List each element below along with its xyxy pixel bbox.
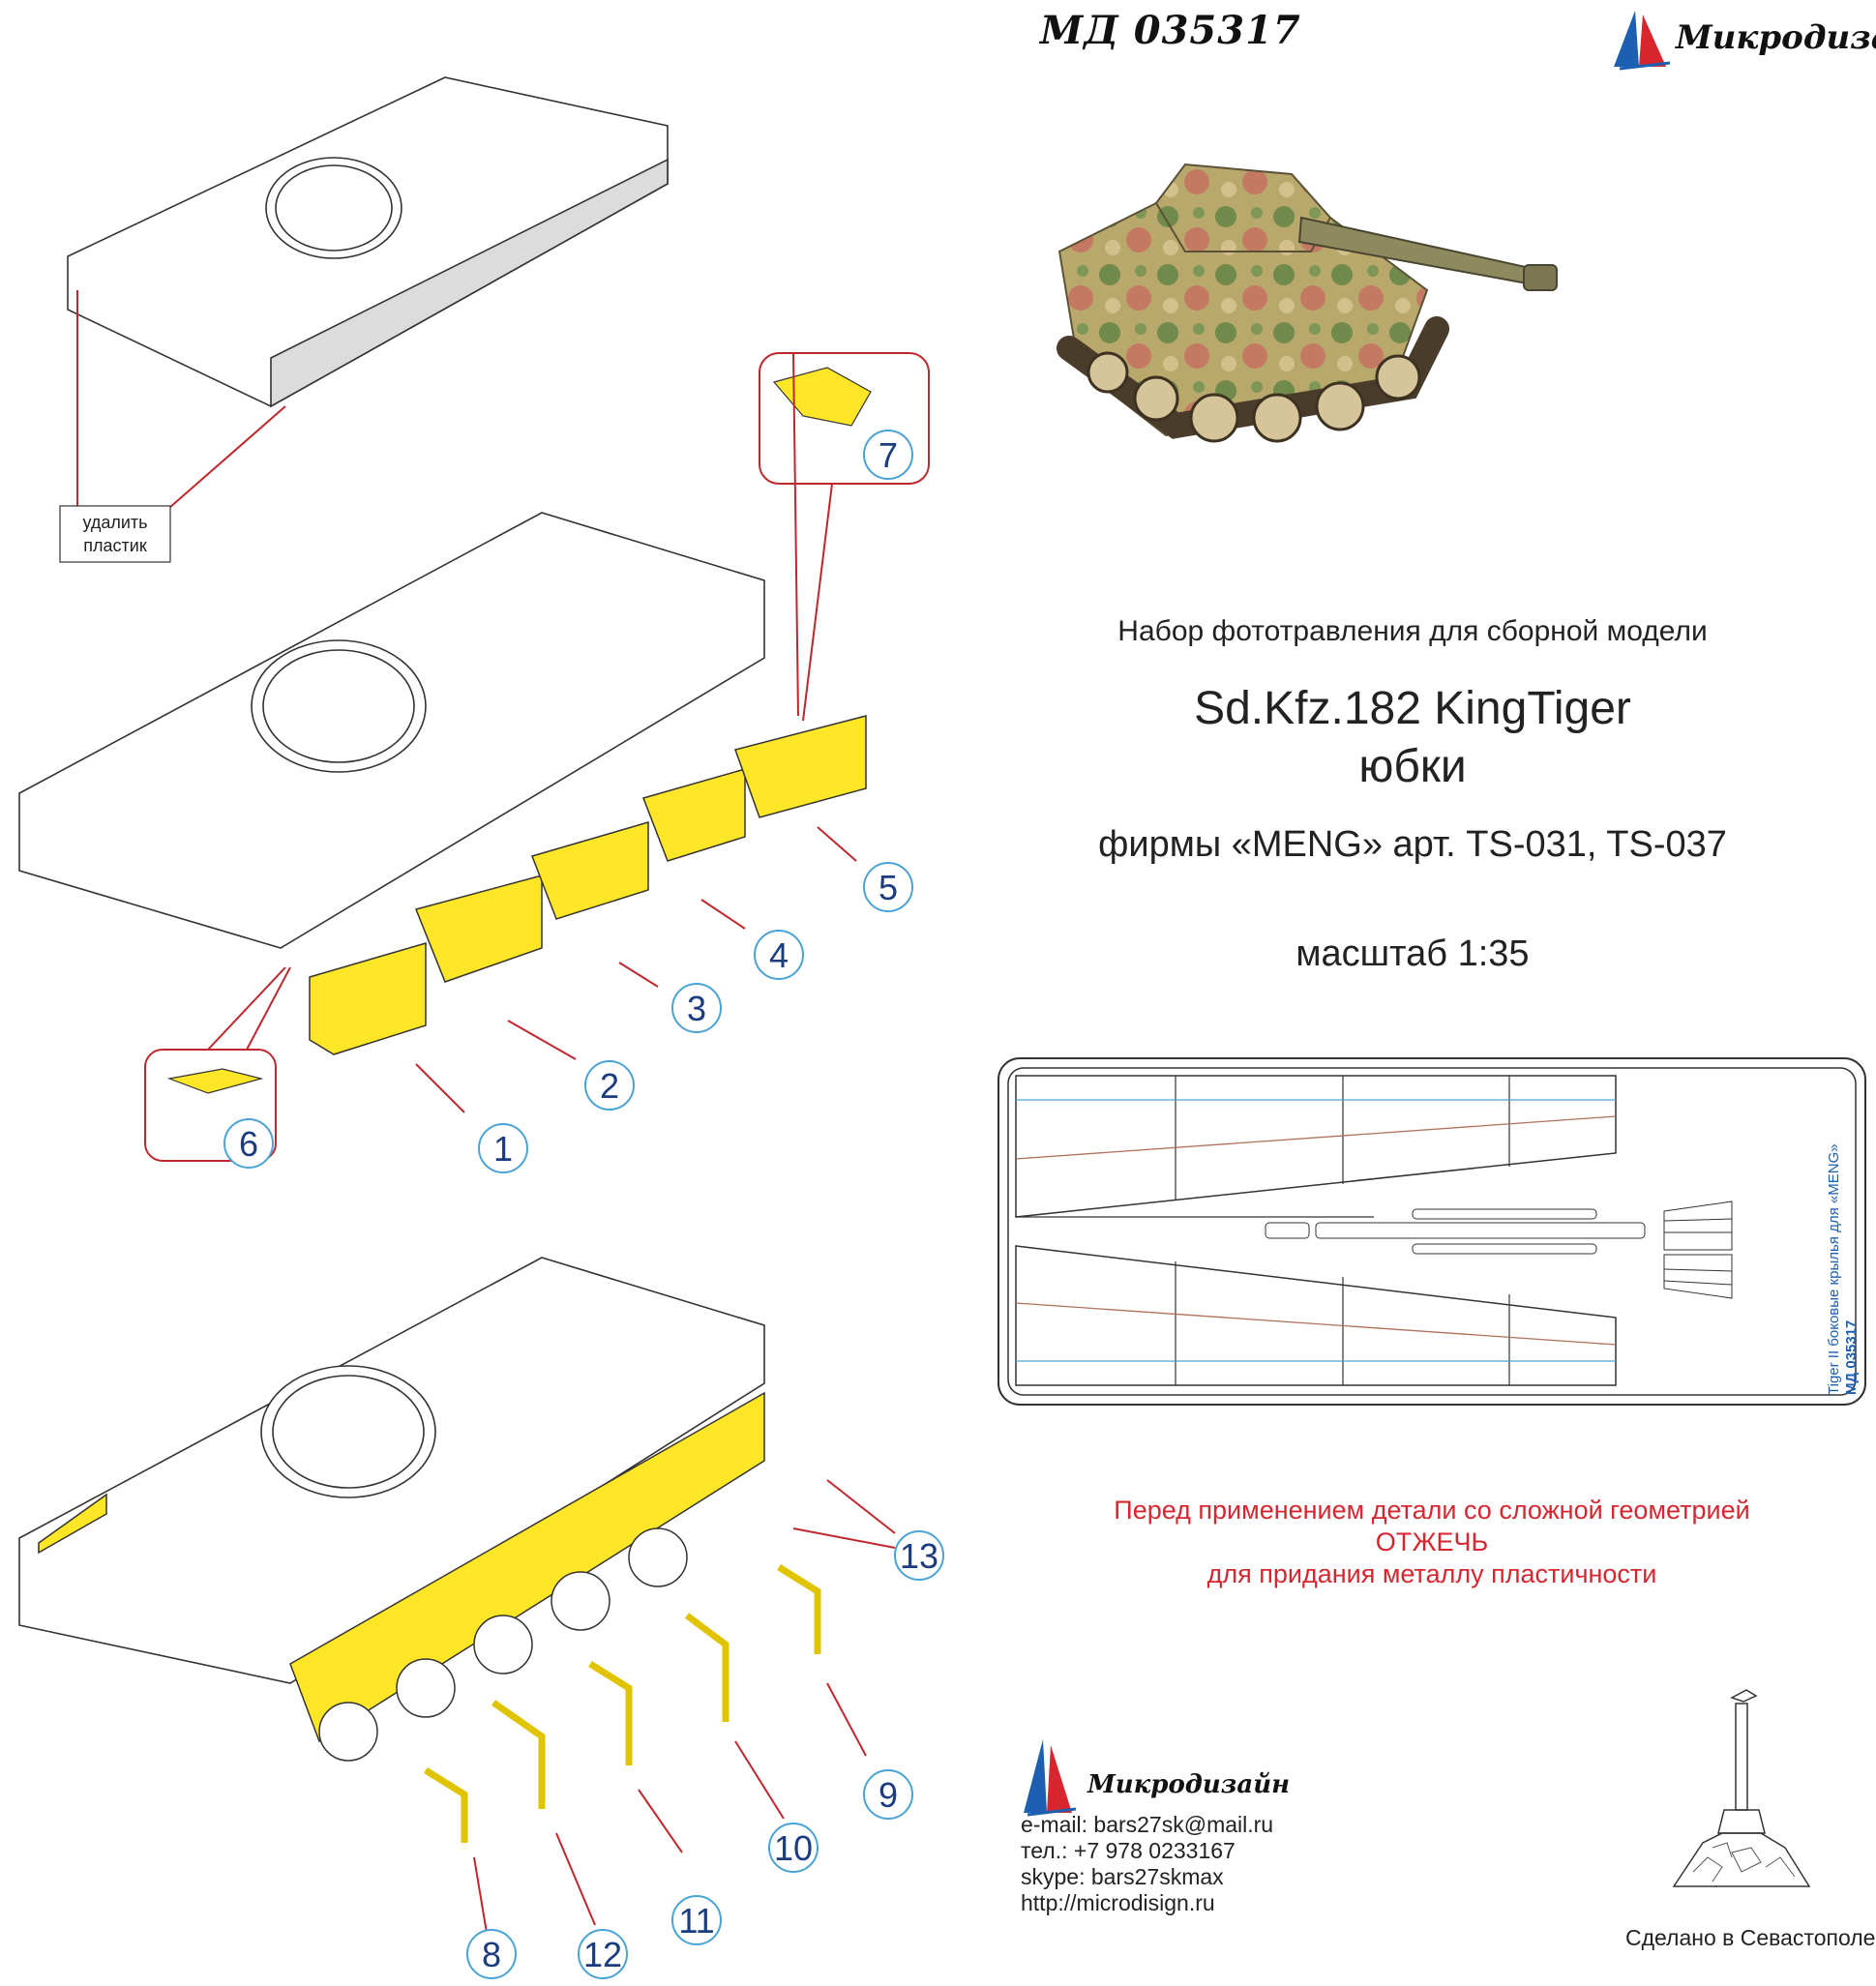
callout-10: 10 bbox=[774, 1828, 813, 1868]
photo-etch-fret: Tiger II боковые крылья для «MENG» МД 03… bbox=[997, 1056, 1867, 1407]
callout-1: 1 bbox=[493, 1129, 513, 1169]
callout-8: 8 bbox=[482, 1935, 501, 1974]
fret-code-label: МД 035317 bbox=[1843, 1320, 1860, 1395]
contact-skype: skype: bars27skmax bbox=[1021, 1864, 1224, 1889]
warning-line-3: для придания металлу пластичности bbox=[1206, 1559, 1657, 1588]
remove-plastic-line-2: пластик bbox=[83, 536, 147, 555]
contact-info: e-mail: bars27sk@mail.ru тел.: +7 978 02… bbox=[1021, 1812, 1273, 1916]
callout-13: 13 bbox=[900, 1536, 938, 1576]
brand-logo-top: Микродизайн bbox=[1606, 5, 1876, 73]
warning-line-1: Перед применением детали со сложной геом… bbox=[1114, 1496, 1750, 1525]
remove-plastic-line-1: удалить bbox=[82, 513, 147, 532]
callout-11: 11 bbox=[678, 1901, 714, 1941]
kit-subtitle: Набор фототравления для сборной модели bbox=[1117, 615, 1708, 647]
callout-5: 5 bbox=[878, 868, 898, 907]
callout-12: 12 bbox=[583, 1935, 622, 1974]
tank-photo bbox=[1040, 145, 1563, 513]
warning-line-2: ОТЖЕЧЬ bbox=[1375, 1527, 1489, 1556]
brand-logo-bottom: Микродизайн bbox=[1018, 1732, 1290, 1819]
kit-title-sub: юбки bbox=[1358, 741, 1467, 792]
callout-3: 3 bbox=[687, 989, 706, 1028]
callout-9: 9 bbox=[878, 1775, 898, 1815]
contact-phone: тел.: +7 978 0233167 bbox=[1021, 1838, 1236, 1863]
callout-6: 6 bbox=[239, 1124, 258, 1164]
kit-scale: масштаб 1:35 bbox=[1295, 934, 1530, 974]
brand-sail-icon bbox=[1614, 11, 1671, 71]
assembly-diagram: удалить пластик 1 2 3 4 5 6 7 8 bbox=[18, 76, 944, 1979]
kit-title: Sd.Kfz.182 KingTiger bbox=[1194, 683, 1631, 734]
callout-4: 4 bbox=[769, 935, 789, 975]
contact-website[interactable]: http://microdisign.ru bbox=[1021, 1890, 1215, 1915]
brand-sail-icon bbox=[1024, 1739, 1077, 1817]
contact-email[interactable]: e-mail: bars27sk@mail.ru bbox=[1021, 1812, 1274, 1837]
skirt-parts bbox=[309, 715, 867, 1055]
callout-2: 2 bbox=[600, 1066, 619, 1106]
made-in-label: Сделано в Севастополе bbox=[1625, 1925, 1876, 1950]
brand-name: Микродизайн bbox=[1676, 18, 1876, 57]
brand-name-bottom: Микродизайн bbox=[1087, 1770, 1291, 1799]
callout-7: 7 bbox=[878, 435, 898, 475]
product-code: МД 035317 bbox=[1040, 8, 1301, 53]
kit-maker: фирмы «MENG» арт. TS-031, TS-037 bbox=[1098, 824, 1727, 865]
monument-icon bbox=[1664, 1678, 1819, 1896]
fret-side-label: Tiger II боковые крылья для «MENG» bbox=[1826, 1143, 1842, 1395]
